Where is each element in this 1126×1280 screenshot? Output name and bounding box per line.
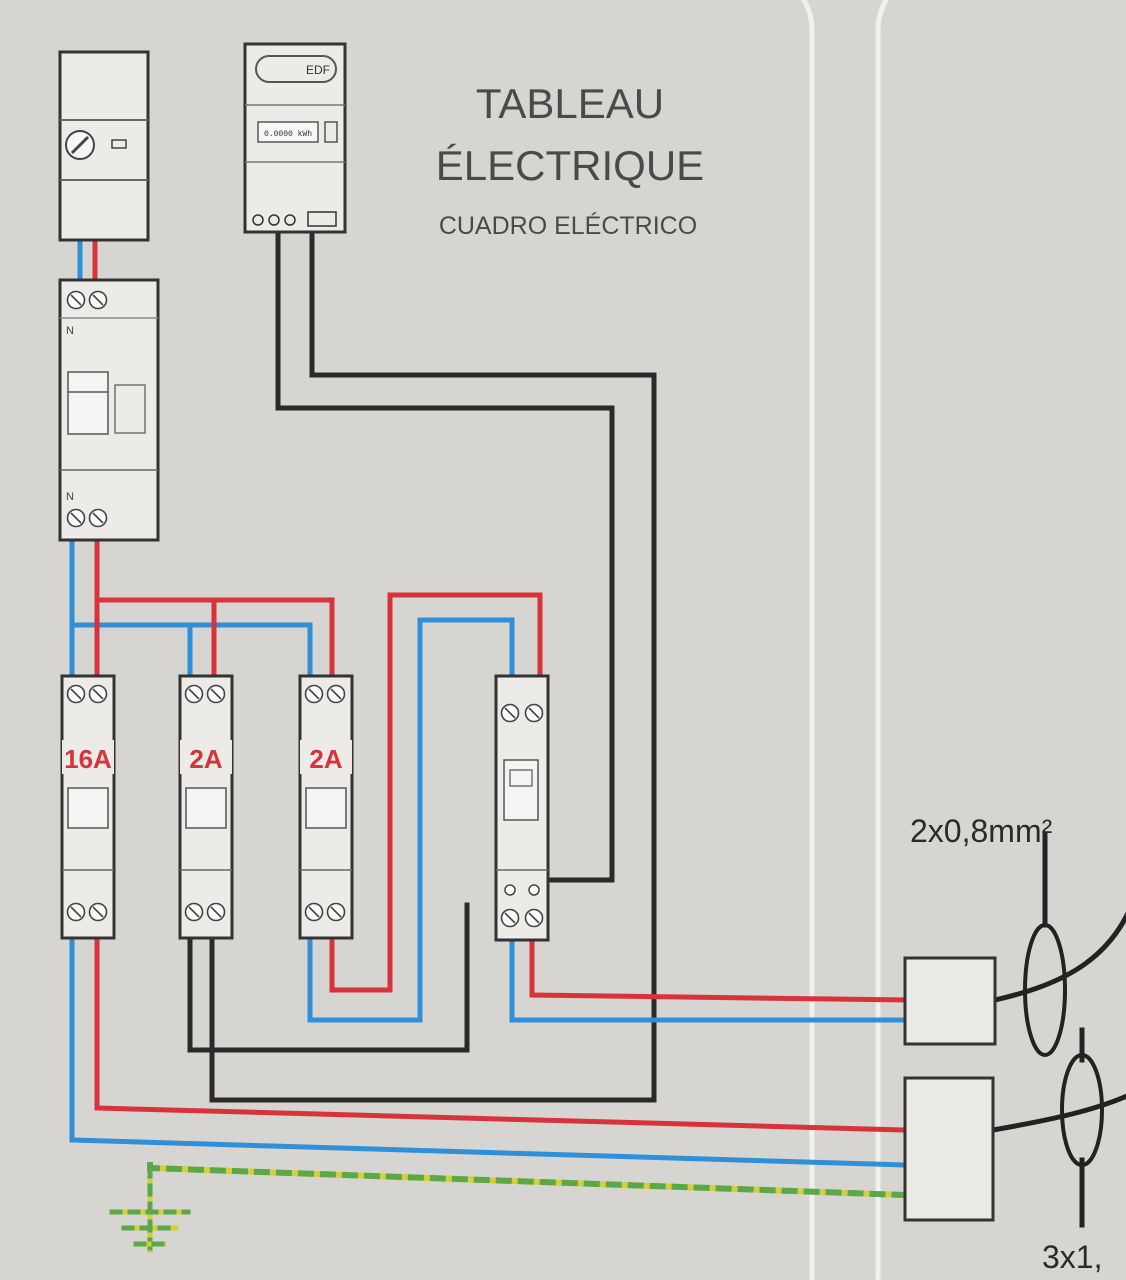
cable-clamp-lower — [1060, 1053, 1104, 1167]
meter-brand-label: EDF — [306, 63, 330, 77]
title-line-1: TABLEAU — [476, 80, 664, 127]
differential-switch: N N — [58, 278, 160, 542]
main-switch — [58, 50, 150, 242]
ground-symbol-icon — [109, 1165, 191, 1253]
lower-cable-spec: 3x1, — [1042, 1239, 1102, 1275]
breaker-rating-16a: 16A — [64, 744, 112, 774]
title-line-2: ÉLECTRIQUE — [436, 142, 704, 189]
breaker-2a-first: 2A — [178, 674, 234, 940]
screw-terminal-icon — [88, 508, 108, 528]
electricity-meter: EDF 0.0000 kWh — [243, 42, 347, 234]
panel-border-right — [875, 0, 889, 1280]
neutral-marking: N — [66, 491, 74, 503]
screw-terminal-icon — [66, 508, 86, 528]
screw-terminal-icon — [88, 290, 108, 310]
breaker-16a: 16A — [60, 674, 116, 940]
cable-clamp-upper — [1023, 923, 1067, 1057]
phase-wires — [92, 237, 908, 1133]
breaker-rating-2a-second: 2A — [309, 744, 342, 774]
neutral-wires — [69, 237, 908, 1168]
junction-box-upper — [903, 956, 997, 1046]
junction-box-lower — [903, 1076, 995, 1222]
control-wires — [187, 227, 657, 1103]
breaker-rating-2a-first: 2A — [189, 744, 222, 774]
rotary-switch-icon — [65, 130, 95, 160]
meter-display: 0.0000 kWh — [264, 130, 312, 139]
subtitle: CUADRO ELÉCTRICO — [439, 211, 697, 240]
contactor-module — [494, 674, 550, 942]
breaker-2a-second: 2A — [298, 674, 354, 940]
neutral-marking: N — [66, 325, 74, 337]
earth-wire — [147, 1162, 909, 1199]
panel-border-left — [801, 0, 815, 1280]
screw-terminal-icon — [66, 290, 86, 310]
upper-cable-spec: 2x0,8mm² — [910, 813, 1053, 849]
